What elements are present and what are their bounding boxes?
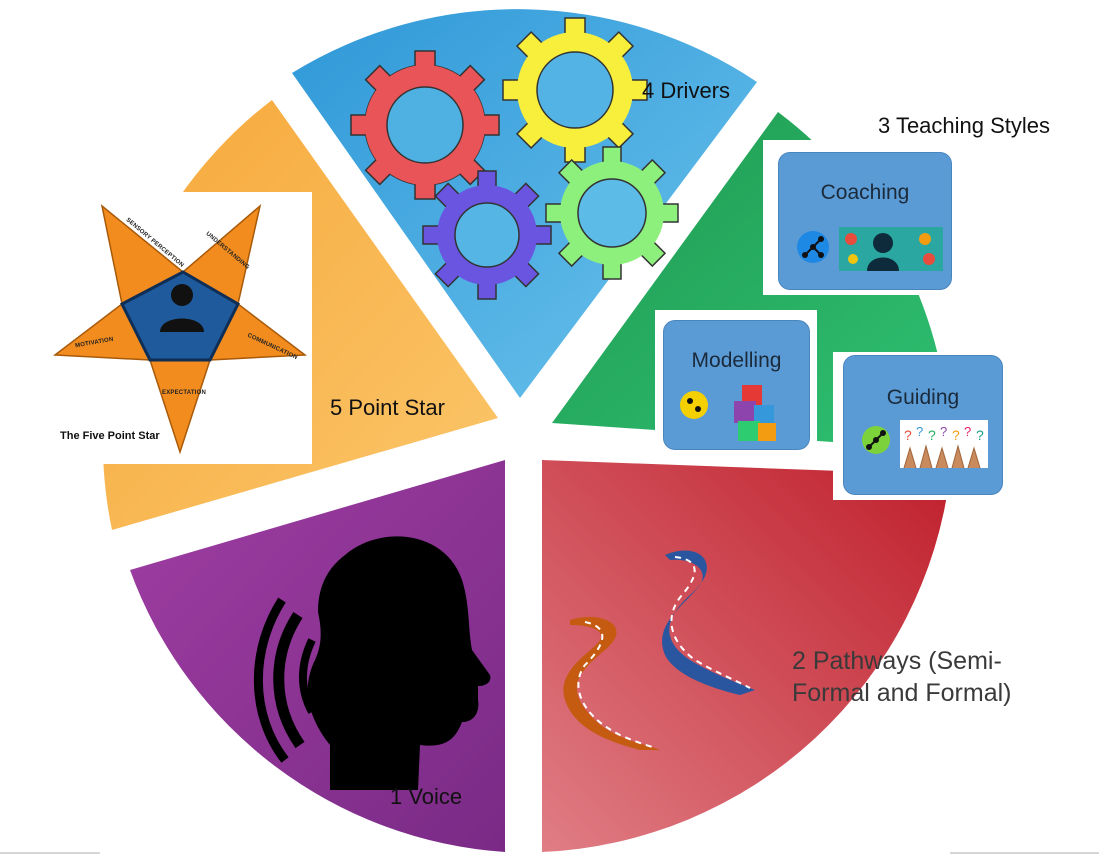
guiding-card: Guiding ? ? ? ? ? ? ? [843,355,1003,495]
pathways-segment [542,460,950,852]
voice-label: 1 Voice [390,784,463,809]
speaking-head-icon [253,536,491,790]
gear-icon-purple [422,170,552,300]
pathways-label: 2 Pathways (Semi-Formal and Formal) [792,647,1012,707]
road-icon-orange [563,616,660,750]
svg-text:?: ? [952,427,960,443]
road-icon-blue [662,550,755,695]
guiding-title: Guiding [886,386,960,409]
gear-icon-red [350,50,500,200]
drivers-label: 4 Drivers [642,78,731,103]
modelling-title: Modelling [691,349,782,372]
modelling-icons [680,385,776,441]
gear-icon-green [545,146,679,280]
guiding-icons: ? ? ? ? ? ? ? [862,420,988,469]
modelling-card: Modelling [663,320,810,450]
svg-text:?: ? [904,427,912,443]
svg-text:?: ? [928,427,936,443]
teaching-styles-label: 3 Teaching Styles [878,113,1051,138]
five-point-star-image: SENSORY PERCEPTION UNDERSTANDING COMMUNI… [50,192,312,464]
star-label-expectation: EXPECTATION [162,390,206,396]
svg-text:?: ? [964,424,971,439]
coaching-card: Coaching [778,152,952,290]
star-caption: The Five Point Star [60,430,160,442]
svg-text:?: ? [916,424,923,439]
coaching-icons [797,227,943,271]
person-icon [160,284,204,332]
svg-text:?: ? [940,424,947,439]
gear-icon-yellow [502,17,648,163]
five-point-star-label: 5 Point Star [330,395,445,420]
svg-text:?: ? [976,427,984,443]
coaching-title: Coaching [820,181,910,204]
pentagon-center [120,270,240,362]
